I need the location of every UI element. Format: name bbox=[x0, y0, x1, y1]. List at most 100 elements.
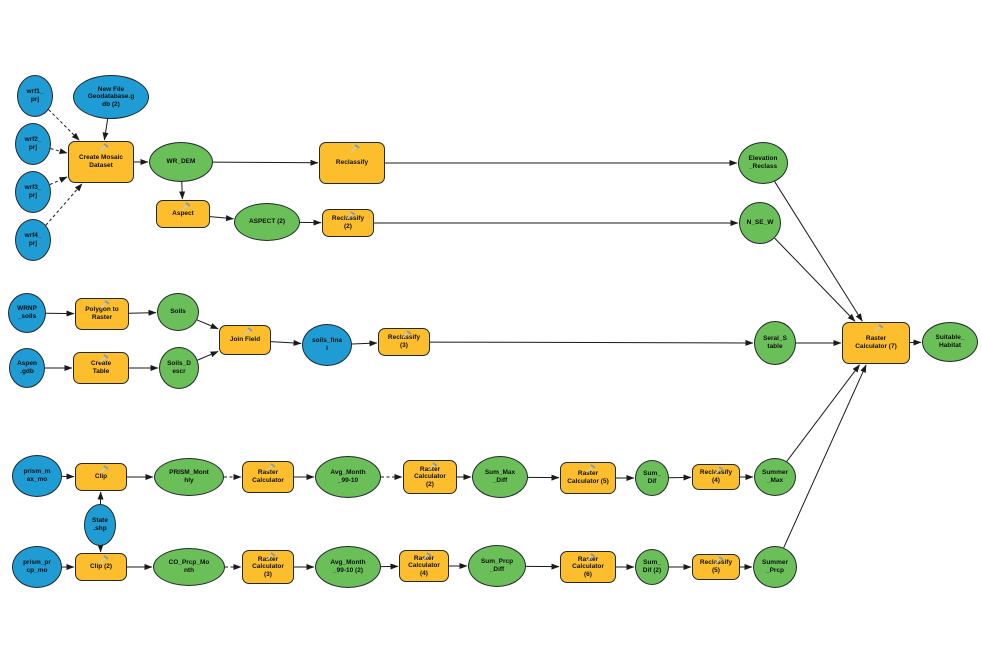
node-new-gdb[interactable]: New File Geodatabase.g db (2) bbox=[73, 75, 149, 119]
node-wrf1[interactable]: wrf1_ prj bbox=[17, 75, 53, 117]
node-label: Avg_Month _99-10 (2) bbox=[330, 559, 366, 574]
hammer-icon bbox=[99, 354, 109, 363]
node-sum-dif[interactable]: Sum_ Dif bbox=[635, 460, 669, 496]
node-label: Soils bbox=[170, 308, 186, 316]
hammer-icon bbox=[874, 324, 884, 333]
hammer-icon bbox=[99, 555, 109, 564]
node-seral-s-table[interactable]: Seral_S table bbox=[754, 321, 796, 365]
node-label: Elevation _Reclass bbox=[748, 155, 778, 170]
node-wrnp-soils[interactable]: WRNP _soils bbox=[8, 293, 46, 333]
node-prism-monthly[interactable]: PRISM_Mont hly bbox=[154, 458, 224, 496]
node-aspect-tool[interactable]: Aspect bbox=[156, 200, 210, 228]
node-aspen-gdb[interactable]: Aspen .gdb bbox=[9, 348, 45, 388]
node-soils[interactable]: Soils bbox=[157, 293, 199, 331]
node-reclassify-3[interactable]: Reclassify (3) bbox=[378, 328, 430, 356]
node-prism-prcp-mo[interactable]: prism_pr cp_mo bbox=[12, 546, 62, 588]
node-wrf4[interactable]: wrf4_ prj bbox=[15, 219, 51, 261]
node-label: N_SE_W bbox=[746, 219, 774, 227]
hammer-icon bbox=[350, 144, 360, 153]
hammer-icon bbox=[100, 300, 110, 309]
node-n-se-w[interactable]: N_SE_W bbox=[739, 202, 781, 244]
edge-join-field-to-soils-final bbox=[270, 339, 302, 346]
node-label: Clip (2) bbox=[89, 563, 113, 571]
node-sum-dif-2[interactable]: Sum_ Dif (2) bbox=[635, 549, 669, 585]
node-raster-calculator-4[interactable]: Raster Calculator (4) bbox=[399, 550, 449, 582]
node-label: Avg_Month _99-10 bbox=[330, 469, 366, 484]
node-label: Aspect bbox=[172, 210, 194, 218]
node-aspect-2[interactable]: ASPECT (2) bbox=[234, 203, 300, 241]
node-label: Sum_Max _Diff bbox=[484, 469, 516, 484]
node-raster-calculator-6[interactable]: Raster Calculator (6) bbox=[560, 551, 616, 583]
node-label: Reclassify (5) bbox=[699, 559, 733, 574]
node-sum-max-diff[interactable]: Sum_Max _Diff bbox=[472, 456, 528, 498]
edge-wrf4-to-create-mosaic-dataset bbox=[45, 183, 83, 226]
edge-aspect-tool-to-aspect-2 bbox=[209, 215, 234, 222]
node-raster-calculator-5[interactable]: Raster Calculator (5) bbox=[560, 462, 616, 494]
node-soils-final[interactable]: soils_fina l bbox=[302, 324, 352, 366]
node-label: wrf3_ prj bbox=[24, 184, 42, 199]
edge-polygon-to-raster-to-soils bbox=[128, 309, 157, 316]
node-reclassify[interactable]: Reclassify bbox=[319, 142, 385, 184]
node-co-prcp-month[interactable]: CO_Prcp_Mo nth bbox=[153, 548, 225, 586]
node-label: Join Field bbox=[229, 336, 261, 344]
node-label: Polygon to Raster bbox=[85, 306, 119, 321]
node-label: prism_m ax_mo bbox=[23, 468, 51, 483]
node-wrf2[interactable]: wrf2_ prj bbox=[15, 123, 51, 165]
edge-summer-prcp-to-raster-calculator-7 bbox=[783, 364, 867, 548]
edge-soils-to-join-field bbox=[196, 319, 219, 330]
node-label: Sum_Prcp _Diff bbox=[480, 558, 514, 573]
edge-wr-dem-to-aspect-tool bbox=[179, 181, 186, 200]
node-sum-prcp-diff[interactable]: Sum_Prcp _Diff bbox=[468, 545, 526, 587]
node-label: wrf2_ prj bbox=[24, 136, 42, 151]
node-state-shp[interactable]: State .shp bbox=[84, 504, 116, 546]
node-avg-month-99-10-2[interactable]: Avg_Month _99-10 (2) bbox=[315, 546, 381, 588]
node-summer-prcp[interactable]: Summer _Prcp bbox=[753, 546, 797, 588]
node-clip[interactable]: Clip bbox=[75, 463, 127, 491]
node-clip-2[interactable]: Clip (2) bbox=[75, 553, 127, 581]
hammer-icon bbox=[714, 466, 724, 475]
node-reclassify-4[interactable]: Reclassify (4) bbox=[692, 464, 740, 490]
edge-new-gdb-to-create-mosaic-dataset bbox=[102, 118, 109, 141]
node-raster-calculator[interactable]: Raster Calculator bbox=[242, 461, 294, 493]
node-summer-max[interactable]: Summer _Max bbox=[754, 458, 796, 496]
edge-reclassify-3-to-seral-s-table bbox=[429, 339, 754, 346]
edge-elevation-reclass-to-raster-calculator-7 bbox=[774, 181, 863, 322]
node-reclassify-2[interactable]: Reclassify (2) bbox=[322, 209, 374, 237]
edge-wrf2-to-create-mosaic-dataset bbox=[50, 148, 68, 154]
node-avg-month-99-10[interactable]: Avg_Month _99-10 bbox=[315, 456, 381, 498]
hammer-icon bbox=[428, 462, 438, 471]
node-wrf3[interactable]: wrf3_ prj bbox=[15, 171, 51, 213]
node-raster-calculator-7[interactable]: Raster Calculator (7) bbox=[842, 322, 910, 364]
node-polygon-to-raster[interactable]: Polygon to Raster bbox=[75, 298, 129, 330]
hammer-icon bbox=[243, 327, 253, 336]
node-elevation-reclass[interactable]: Elevation _Reclass bbox=[738, 142, 788, 184]
node-create-table[interactable]: Create Table bbox=[73, 352, 129, 384]
node-label: CO_Prcp_Mo nth bbox=[168, 559, 210, 574]
node-label: Create Mosaic Dataset bbox=[78, 154, 124, 169]
node-label: Raster Calculator (7) bbox=[855, 335, 897, 350]
node-label: Raster Calculator bbox=[252, 469, 284, 484]
node-raster-calculator-3[interactable]: Raster Calculator (3) bbox=[242, 550, 294, 584]
node-label: Reclassify bbox=[335, 159, 369, 167]
node-label: Clip bbox=[94, 473, 108, 481]
edge-soils-final-to-reclassify-3 bbox=[351, 340, 378, 347]
node-label: wrf4_ prj bbox=[24, 232, 42, 247]
node-label: Raster Calculator (3) bbox=[252, 555, 284, 578]
node-prism-max-mo[interactable]: prism_m ax_mo bbox=[12, 455, 62, 497]
node-create-mosaic-dataset[interactable]: Create Mosaic Dataset bbox=[68, 141, 134, 183]
node-suitable-habitat[interactable]: Suitable_ Habitat bbox=[922, 322, 978, 362]
hammer-icon bbox=[586, 464, 596, 473]
node-raster-calculator-2[interactable]: Raster Calculator (2) bbox=[403, 460, 457, 494]
edge-wr-dem-to-reclassify bbox=[212, 159, 319, 166]
node-soils-descr[interactable]: Soils_D escr bbox=[159, 347, 199, 389]
node-join-field[interactable]: Join Field bbox=[219, 325, 271, 355]
node-label: New File Geodatabase.g db (2) bbox=[87, 85, 135, 108]
node-reclassify-5[interactable]: Reclassify (5) bbox=[692, 554, 740, 580]
node-label: Sum_ Dif bbox=[643, 470, 661, 485]
node-label: prism_pr cp_mo bbox=[23, 559, 51, 574]
node-label: Aspen .gdb bbox=[17, 360, 37, 375]
node-wr-dem[interactable]: WR_DEM bbox=[149, 142, 213, 182]
node-label: Seral_S table bbox=[763, 335, 787, 350]
